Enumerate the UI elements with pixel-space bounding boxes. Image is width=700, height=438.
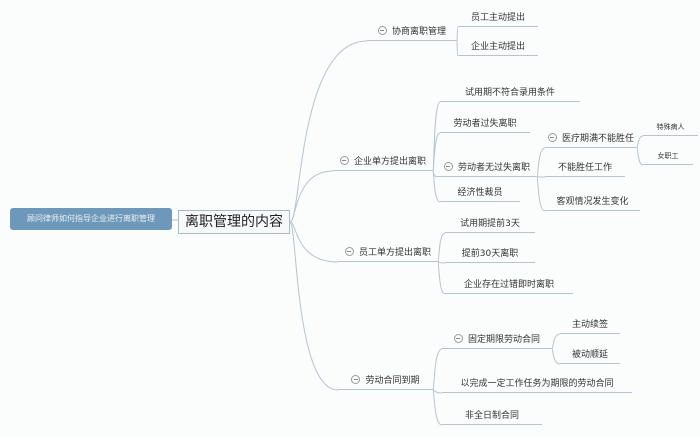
connector-line [289,40,368,223]
node-incompetent[interactable]: 不能胜任工作 [545,160,625,177]
source-topic[interactable]: 顾问律师如何指导企业进行离职管理 [10,208,172,230]
connector-line [636,147,644,166]
connector-line [432,389,443,426]
connector-line [432,389,443,394]
node-employee-initiated[interactable]: 员工主动提出 [458,10,538,27]
node-worker-fault[interactable]: 劳动者过失离职 [440,116,530,133]
node-company-initiated[interactable]: 企业主动提出 [458,39,538,56]
node-company-fault[interactable]: 企业存在过错即时离职 [445,277,573,294]
collapse-icon[interactable] [339,156,349,165]
branch-contract-expiry[interactable]: 劳动合同到期 [338,373,433,390]
node-label: 员工单方提出离职 [358,248,431,258]
node-medical-period[interactable]: 医疗期满不能胜任 [545,131,637,148]
node-label: 固定期限劳动合同 [467,335,540,345]
node-task-based-contract[interactable]: 以完成一定工作任务为期限的劳动合同 [442,376,632,393]
node-label: 劳动者无过失离职 [457,163,530,173]
connector-line [432,170,441,203]
connector-line [551,348,561,365]
node-part-time-contract[interactable]: 非全日制合同 [442,408,542,425]
connector-line [437,261,446,295]
connector-line [289,221,339,391]
node-worker-no-fault[interactable]: 劳动者无过失离职 [437,160,537,177]
branch-employee-unilateral[interactable]: 员工单方提出离职 [338,245,438,262]
connector-line [536,147,546,178]
node-probation-3days[interactable]: 试用期提前3天 [445,216,535,233]
collapse-icon[interactable] [351,375,361,384]
node-passive-extension[interactable]: 被动顺延 [560,347,620,364]
connector-line [289,221,339,263]
node-special-patient[interactable]: 特殊病人 [643,119,698,136]
branch-company-unilateral[interactable]: 企业单方提出离职 [333,154,433,171]
connector-line [456,40,459,57]
node-30days-notice[interactable]: 提前30天离职 [445,246,535,263]
node-economic-layoff[interactable]: 经济性裁员 [440,185,520,202]
central-topic[interactable]: 离职管理的内容 [178,210,290,234]
collapse-icon[interactable] [453,334,463,343]
node-probation-unqualified[interactable]: 试用期不符合录用条件 [440,85,580,102]
connector-line [437,232,446,263]
node-fixed-term[interactable]: 固定期限劳动合同 [442,332,552,349]
node-female-worker[interactable]: 女职工 [643,148,693,165]
connector-line [432,132,441,172]
connector-line [437,261,446,264]
collapse-icon[interactable] [547,133,557,142]
node-active-renewal[interactable]: 主动续签 [560,317,620,334]
collapse-icon[interactable] [377,26,387,35]
node-label: 企业单方提出离职 [353,157,426,167]
node-circumstance-change[interactable]: 客观情况发生变化 [545,194,640,211]
connector-line [551,333,561,350]
node-label: 劳动合同到期 [365,376,420,386]
node-label: 医疗期满不能胜任 [561,134,634,144]
branch-negotiated-resignation[interactable]: 协商离职管理 [367,24,457,41]
connector-line [289,170,334,223]
collapse-icon[interactable] [443,162,453,171]
connector-line [536,176,546,212]
connector-line [636,135,644,149]
node-label: 协商离职管理 [391,27,446,37]
collapse-icon[interactable] [344,247,354,256]
connector-line [432,348,443,391]
